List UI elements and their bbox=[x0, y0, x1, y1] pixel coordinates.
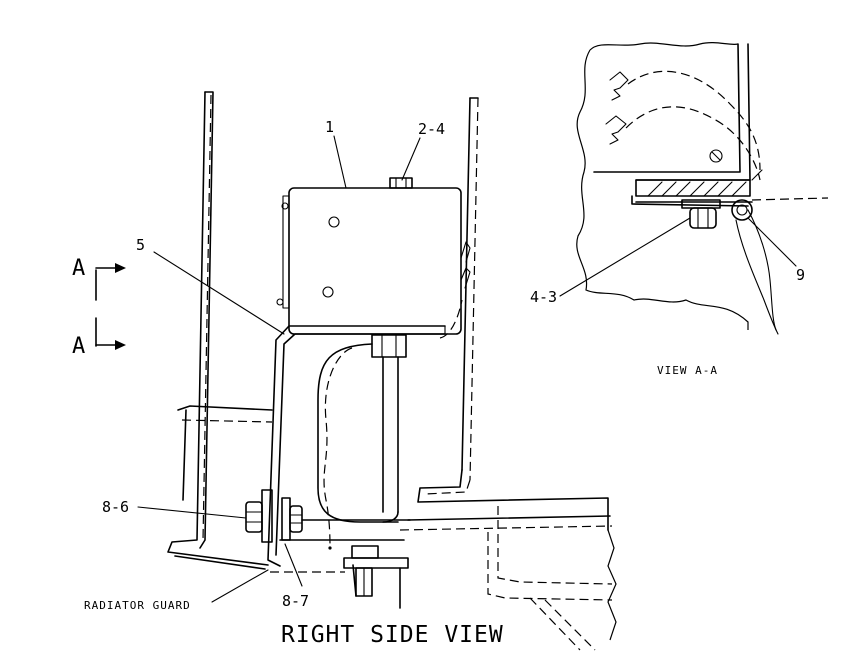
arrow-head-icon bbox=[115, 340, 126, 350]
right-support-member bbox=[461, 97, 479, 481]
view-a-a: 4-3 9 VIEW A-A bbox=[530, 41, 829, 377]
radiator-guard-label: RADIATOR GUARD bbox=[84, 599, 191, 612]
hatched-plate bbox=[635, 179, 751, 197]
box-mounting-hole bbox=[328, 216, 340, 228]
mounting-bracket bbox=[267, 325, 446, 567]
callout-5: 5 bbox=[136, 236, 145, 254]
callout-9: 9 bbox=[796, 266, 805, 284]
callout-1: 1 bbox=[325, 118, 334, 136]
plug-connectors bbox=[605, 70, 761, 181]
box-mounting-hole bbox=[322, 286, 334, 298]
callout-8-6: 8-6 bbox=[102, 498, 129, 516]
callout-2-4: 2-4 bbox=[418, 120, 445, 138]
radiator-guard-rail bbox=[167, 91, 269, 570]
callout-8-7: 8-7 bbox=[282, 592, 309, 610]
wire-harness bbox=[317, 299, 463, 549]
brace bbox=[177, 405, 273, 501]
frame-channel bbox=[399, 469, 617, 651]
standoff-bolt bbox=[371, 334, 407, 513]
box-side-connector bbox=[460, 241, 471, 289]
control-box bbox=[276, 187, 462, 335]
ground-stud bbox=[270, 545, 409, 609]
view-a-a-label: VIEW A-A bbox=[657, 364, 718, 377]
arrow-head-icon bbox=[115, 263, 126, 273]
section-label-top: A bbox=[72, 256, 85, 281]
top-bolt bbox=[389, 177, 413, 189]
section-label-bottom: A bbox=[72, 334, 85, 359]
leader-lines bbox=[137, 135, 421, 603]
callout-4-3: 4-3 bbox=[530, 288, 557, 306]
section-arrows: A A bbox=[72, 256, 126, 359]
right-side-view: A A 1 2-4 5 8-6 8-7 RADIATOR GUARD RIGHT… bbox=[72, 91, 617, 651]
mount-screw bbox=[709, 149, 723, 163]
hatching bbox=[647, 181, 747, 197]
lower-bolt-assembly bbox=[245, 489, 411, 543]
right-side-view-title: RIGHT SIDE VIEW bbox=[281, 622, 504, 648]
ring-terminal-9 bbox=[731, 197, 829, 221]
